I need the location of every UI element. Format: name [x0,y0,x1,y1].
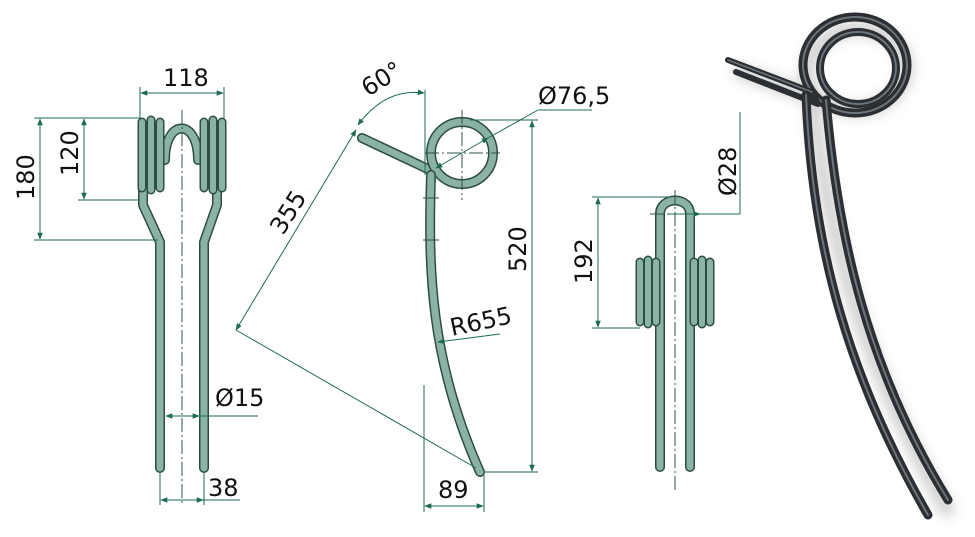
front-wire-diameter-label: Ø15 [215,384,264,412]
side-arm-length-label: 355 [264,185,312,239]
side-height-label: 520 [504,226,532,272]
side-coil-diameter-label: Ø76,5 [538,82,610,110]
front-view: 118 180 120 Ø15 38 [12,64,264,505]
side-radius-label: R655 [447,301,514,341]
front-view-tine-body [137,115,227,473]
front-width-label: 118 [163,64,209,92]
front-tine-spacing-label: 38 [208,474,239,502]
side-offset-label: 89 [438,476,469,504]
tine-product-photo [725,12,957,520]
back-height-label: 192 [570,238,598,284]
side-view: 60° 355 Ø76,5 520 R655 89 [235,56,610,512]
front-height-label: 180 [12,154,40,200]
side-view-tine-body [357,117,498,477]
side-angle-label: 60° [356,56,407,102]
front-coil-height-label: 120 [56,130,84,176]
back-loop-diameter-label: Ø28 [714,147,742,196]
back-view: Ø28 192 [570,112,742,490]
